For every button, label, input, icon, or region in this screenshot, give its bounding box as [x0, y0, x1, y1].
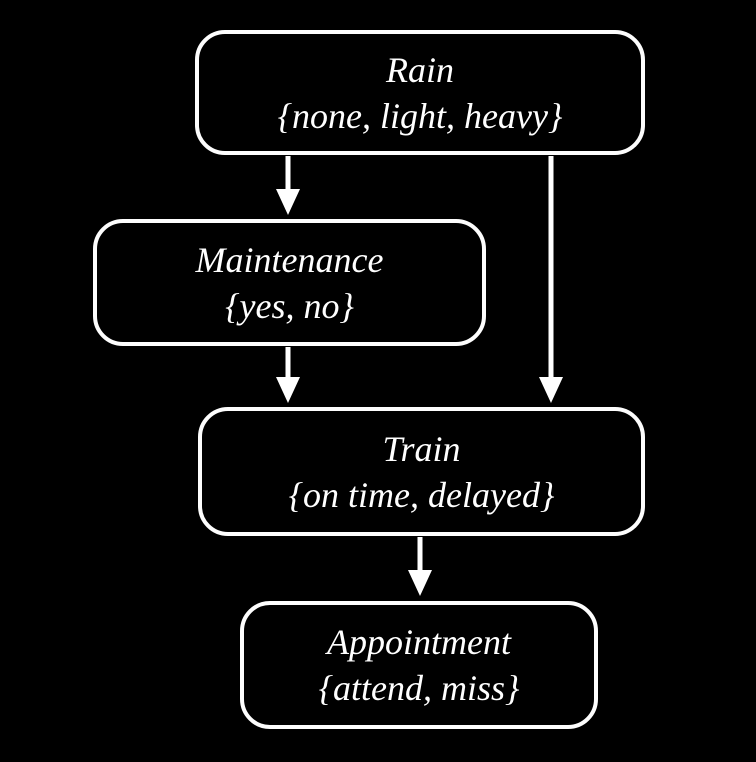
- node-train-label: Train: [382, 428, 461, 469]
- node-rain-label: Rain: [386, 49, 454, 90]
- node-train: Train {on time, delayed}: [198, 407, 645, 536]
- node-appointment-values: {attend, miss}: [318, 668, 520, 708]
- node-maintenance-values: {yes, no}: [225, 285, 354, 326]
- node-appointment: Appointment {attend, miss}: [240, 601, 598, 729]
- node-rain: Rain {none, light, heavy}: [195, 30, 645, 155]
- node-maintenance: Maintenance {yes, no}: [93, 219, 486, 346]
- edge-rain-to-train-arrow: [539, 156, 563, 403]
- node-rain-values: {none, light, heavy}: [277, 95, 563, 136]
- node-train-values: {on time, delayed}: [288, 474, 555, 515]
- edge-rain-to-maintenance-arrow: [276, 156, 300, 215]
- edge-train-to-appointment-arrow: [408, 537, 432, 596]
- edge-maintenance-to-train-arrow: [276, 347, 300, 403]
- node-maintenance-label: Maintenance: [195, 239, 384, 280]
- node-appointment-label: Appointment: [327, 622, 511, 662]
